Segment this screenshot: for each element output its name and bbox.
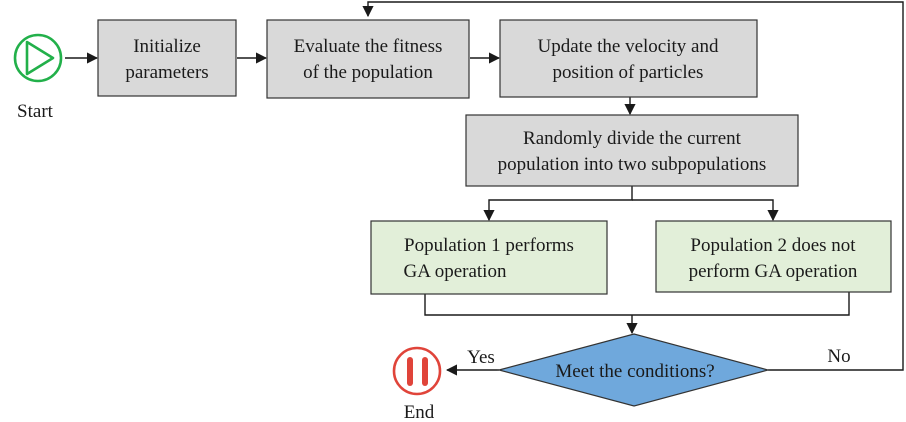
update-text-line2: position of particles: [553, 62, 704, 83]
divide-text-line1: Randomly divide the current: [523, 128, 742, 149]
arrow-divide-to-pop1: [483, 186, 633, 222]
update-node: Update the velocity and position of part…: [499, 19, 758, 98]
pop2-node: Population 2 does not perform GA operati…: [655, 220, 892, 293]
init-node: Initialize parameters: [97, 19, 237, 97]
pause-icon: [392, 346, 442, 396]
connector-pop2-merge: [632, 292, 850, 316]
play-triangle: [25, 40, 55, 76]
evaluate-text-line2: of the population: [303, 62, 433, 83]
start-node: Start: [13, 33, 63, 122]
arrow-decision-no-loop: [362, 1, 904, 371]
end-label: End: [404, 402, 435, 422]
end-node: End: [392, 346, 442, 422]
init-text-line1: Initialize: [133, 36, 201, 57]
evaluate-node: Evaluate the fitness of the population: [266, 19, 470, 99]
pop2-text-line1: Population 2 does not: [690, 235, 856, 256]
decision-node: Meet the conditions?: [496, 333, 771, 407]
decision-text: Meet the conditions?: [555, 361, 714, 382]
connectors: [65, 1, 904, 376]
pop2-text-line2: perform GA operation: [689, 261, 858, 282]
pop1-text-line1: Population 1 performs: [404, 235, 574, 256]
connector-pop1-merge: [424, 294, 632, 316]
init-text-line2: parameters: [125, 62, 208, 83]
no-label: No: [827, 346, 850, 367]
pop1-text-line2: GA operation: [404, 261, 507, 282]
yes-label: Yes: [467, 347, 495, 368]
divide-text-line2: population into two subpopulations: [498, 154, 767, 175]
start-label: Start: [17, 101, 54, 122]
update-text-line1: Update the velocity and: [538, 36, 719, 57]
arrow-divide-to-pop2: [632, 199, 779, 222]
divide-node: Randomly divide the current population i…: [465, 114, 799, 187]
evaluate-text-line1: Evaluate the fitness: [294, 36, 443, 57]
pop1-node: Population 1 performs GA operation: [370, 220, 608, 295]
